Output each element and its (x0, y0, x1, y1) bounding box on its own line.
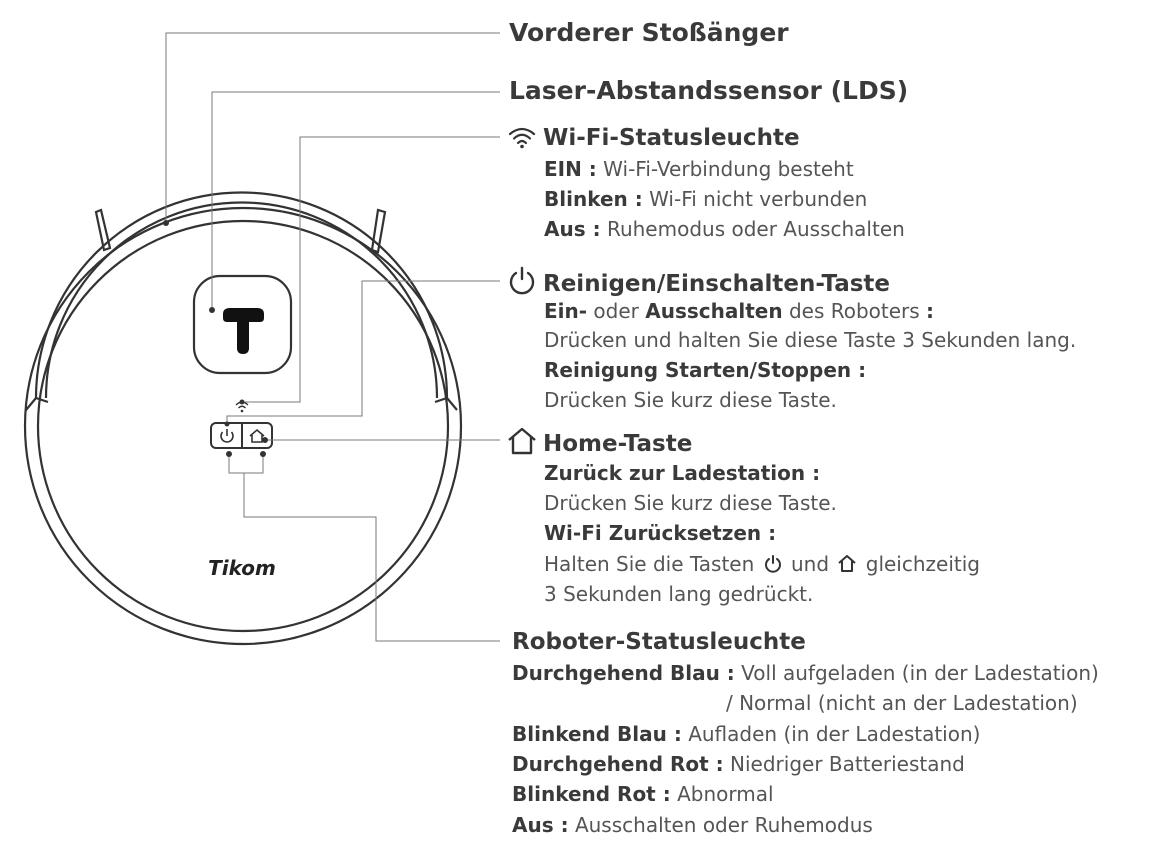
lds-title: Laser-Abstandssensor (LDS) (509, 76, 909, 105)
bumper-title: Vorderer Stoßänger (509, 18, 789, 47)
leader-bumper (165, 32, 500, 223)
inline-home-icon (838, 555, 857, 572)
brand-label: Tikom (208, 556, 276, 580)
inline-power-icon (764, 555, 781, 573)
status-row-4: Blinkend Rot : Abnormal (512, 782, 774, 806)
home-line-2: Drücken Sie kurz diese Taste. (544, 491, 837, 515)
robot-body-inner (36, 219, 450, 633)
leader-status (228, 454, 500, 642)
leader-power (226, 280, 500, 424)
power-line-4: Drücken Sie kurz diese Taste. (544, 388, 837, 412)
status-row-1: / Normal (nicht an der Ladestation) (726, 691, 1078, 715)
home-line-3: Wi-Fi Zurücksetzen : (544, 521, 777, 545)
power-line-1: Ein- oder Ausschalten des Roboters : (544, 299, 935, 323)
wifi-icon (508, 127, 536, 149)
home-icon (508, 427, 536, 455)
power-icon (509, 266, 535, 295)
home-line-5: 3 Sekunden lang gedrückt. (544, 582, 814, 606)
lds-logo (223, 308, 264, 354)
status-light-title: Roboter-Statusleuchte (512, 629, 806, 655)
status-row-5: Aus : Ausschalten oder Ruhemodus (512, 813, 873, 837)
power-button-heading: Reinigen/Einschalten-Taste (507, 265, 890, 299)
status-row-3: Durchgehend Rot : Niedriger Batteriestan… (512, 752, 965, 776)
home-line-4: Halten Sie die Tasten und gleichzeitig (544, 552, 980, 576)
power-line-2: Drücken und halten Sie diese Taste 3 Sek… (544, 328, 1077, 352)
wifi-row-1: Blinken : Wi-Fi nicht verbunden (544, 187, 868, 211)
power-button-title: Reinigen/Einschalten-Taste (543, 271, 891, 297)
side-brush-left (94, 208, 112, 252)
robot-body-outer (23, 206, 463, 646)
bumper-inner (44, 201, 439, 399)
home-line-1: Zurück zur Ladestation : (544, 461, 821, 485)
panel-power-icon (220, 429, 234, 443)
panel-home-icon (249, 428, 265, 443)
power-line-3: Reinigung Starten/Stoppen : (544, 358, 867, 382)
wifi-light-heading: Wi-Fi-Statusleuchte (507, 123, 800, 153)
wifi-row-0: EIN : Wi-Fi-Verbindung besteht (544, 157, 854, 181)
leader-wifi (242, 136, 500, 403)
status-row-0: Durchgehend Blau : Voll aufgeladen (in d… (512, 661, 1099, 685)
leader-lds (211, 91, 500, 310)
home-button-title: Home-Taste (543, 431, 693, 457)
wifi-light-title: Wi-Fi-Statusleuchte (543, 125, 800, 151)
home-button-heading: Home-Taste (507, 427, 692, 459)
status-row-2: Blinkend Blau : Aufladen (in der Ladesta… (512, 722, 981, 746)
wifi-row-2: Aus : Ruhemodus oder Ausschalten (544, 217, 905, 241)
